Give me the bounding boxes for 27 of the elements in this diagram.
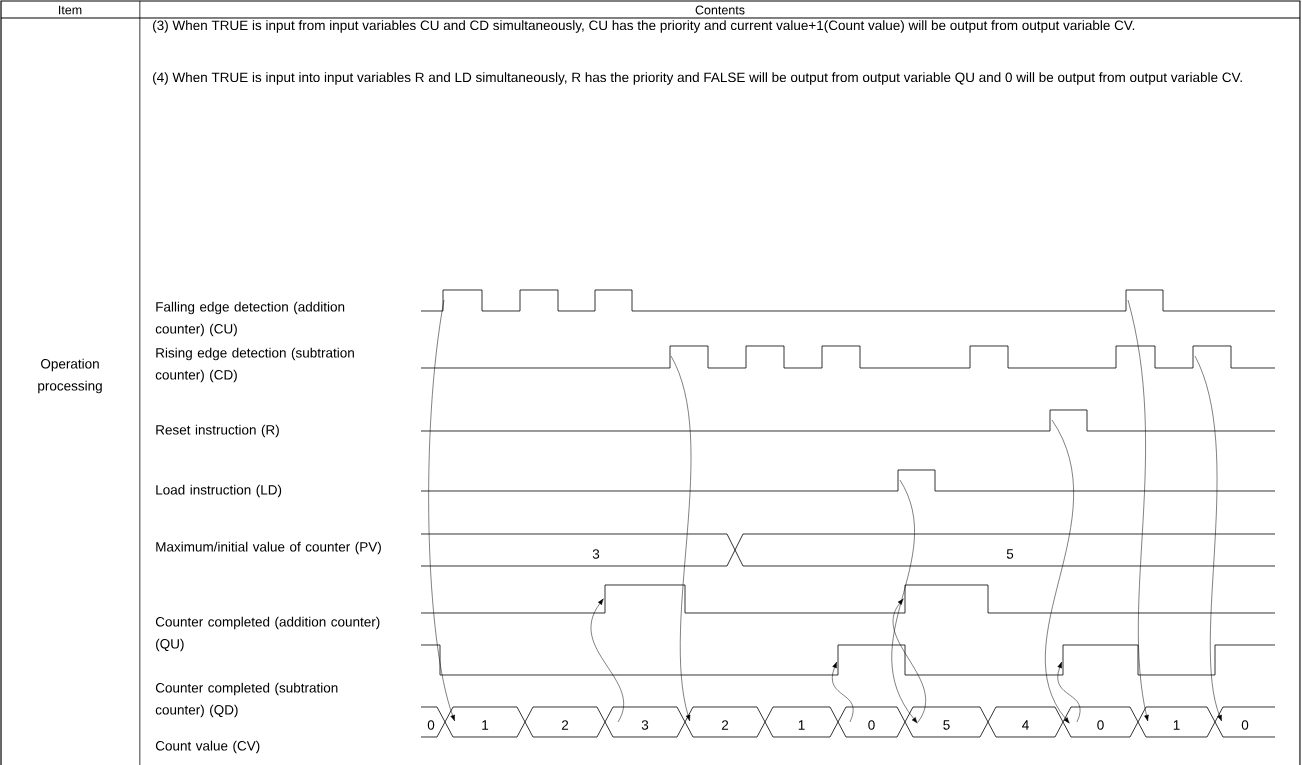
signal-label: Counter completed (subtration counter) (QD)	[155, 682, 338, 718]
value-label: 0	[868, 720, 875, 730]
column-header: Item	[59, 5, 82, 15]
signal-label: Load instruction (LD)	[156, 484, 282, 498]
value-label: 5	[1006, 549, 1014, 559]
value-label: 3	[592, 549, 600, 559]
value-label: 3	[641, 720, 649, 730]
row-header: Operation processing	[38, 358, 102, 394]
column-header: Contents	[695, 5, 745, 15]
value-label: 4	[1022, 720, 1029, 730]
signal-label: Falling edge detection (addition counter) (CU)	[155, 301, 345, 337]
value-label: 1	[798, 720, 805, 730]
paragraph: (4) When TRUE is input into input variables R and LD simultaneously, R has the priority and FALSE will be output from output variable QU and 0 will be output from output variable CV.	[153, 72, 1242, 85]
value-label: 0	[1097, 720, 1104, 730]
signal-label: Maximum/initial value of counter (PV)	[156, 541, 381, 555]
value-label: 1	[482, 720, 489, 730]
value-label: 2	[561, 720, 569, 730]
signal-label: Reset instruction (R)	[156, 424, 279, 438]
value-label: 5	[943, 720, 950, 730]
value-label: 0	[427, 720, 435, 730]
signal-label: Count value (CV)	[155, 740, 260, 754]
signal-label: Counter completed (addition counter) (QU)	[155, 616, 380, 652]
value-label: 0	[1241, 720, 1249, 730]
paragraph: (3) When TRUE is input from input variables CU and CD simultaneously, CU has the priority and current value+1(Count value) will be output from output variable CV.	[153, 20, 1135, 33]
signal-label: Rising edge detection (subtration counter) (CD)	[155, 347, 354, 383]
value-label: 1	[1173, 720, 1180, 730]
value-label: 2	[721, 720, 729, 730]
